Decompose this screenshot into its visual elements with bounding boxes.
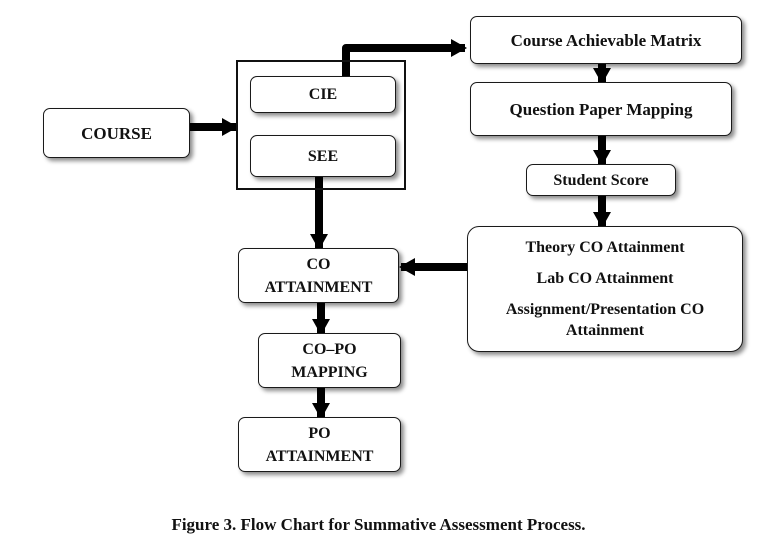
see-node: SEE bbox=[250, 135, 396, 177]
arrow-cie-to-course-achievable-matrix bbox=[342, 39, 467, 76]
co-po-mapping-node: CO–PO MAPPING bbox=[258, 333, 401, 388]
theory-co-attainment-label: Theory CO Attainment bbox=[525, 239, 685, 256]
course-label: COURSE bbox=[81, 123, 152, 143]
cie-label: CIE bbox=[308, 86, 338, 103]
see-label: SEE bbox=[307, 147, 339, 165]
question-paper-mapping-label: Question Paper Mapping bbox=[509, 99, 693, 119]
po-attainment-node: PO ATTAINMENT bbox=[238, 417, 401, 472]
po-attainment-label-line1: PO bbox=[308, 424, 331, 442]
cie-see-group-frame bbox=[236, 60, 406, 190]
co-attainment-sources-node: Theory CO Attainment Lab CO Attainment A… bbox=[467, 226, 743, 352]
po-attainment-label-line2: ATTAINMENT bbox=[265, 447, 374, 465]
co-attainment-label-line1: CO bbox=[306, 255, 331, 273]
lab-co-attainment-label: Lab CO Attainment bbox=[536, 270, 674, 287]
assignment-presentation-co-attainment-label: Assignment/Presentation CO Attainment bbox=[505, 301, 705, 339]
co-attainment-node: CO ATTAINMENT bbox=[238, 248, 399, 303]
co-po-mapping-label-line2: MAPPING bbox=[291, 363, 368, 381]
student-score-node: Student Score bbox=[526, 164, 676, 196]
cie-node: CIE bbox=[250, 76, 396, 113]
co-po-mapping-label-line1: CO–PO bbox=[302, 340, 357, 358]
course-node: COURSE bbox=[43, 108, 190, 158]
course-achievable-matrix-label: Course Achievable Matrix bbox=[510, 30, 702, 50]
student-score-label: Student Score bbox=[553, 171, 649, 189]
figure-caption: Figure 3. Flow Chart for Summative Asses… bbox=[171, 515, 586, 534]
question-paper-mapping-node: Question Paper Mapping bbox=[470, 82, 732, 136]
co-attainment-label-line2: ATTAINMENT bbox=[264, 278, 373, 296]
course-achievable-matrix-node: Course Achievable Matrix bbox=[470, 16, 742, 64]
